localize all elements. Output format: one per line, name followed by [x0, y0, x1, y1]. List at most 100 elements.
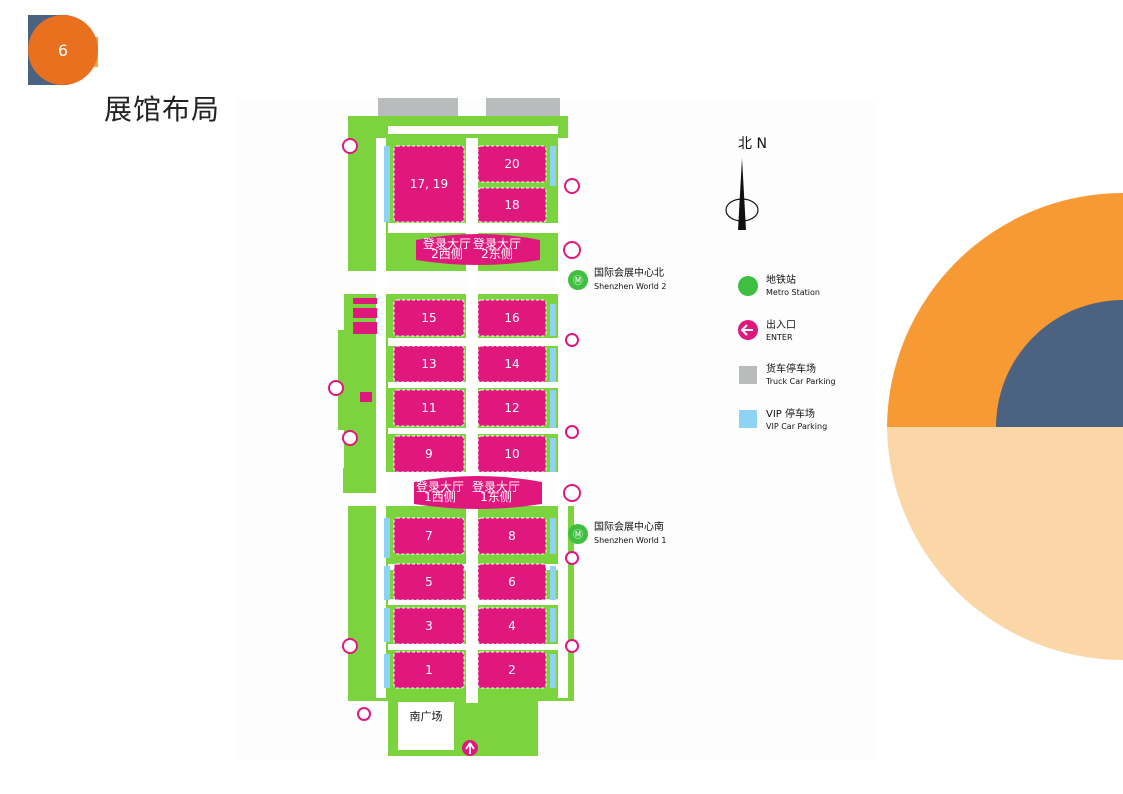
lobby-north[interactable]: 登录大厅 2西侧 登录大厅 2东侧 [416, 234, 540, 265]
north-label: 北 N [738, 136, 767, 152]
hall-label: 20 [504, 157, 519, 171]
slide-number-badge: 6 [28, 15, 98, 85]
hall-label: 12 [504, 401, 519, 415]
metro-icon [568, 524, 588, 544]
hall-label: 2 [508, 663, 516, 677]
hall-label: 17, 19 [410, 177, 448, 191]
truck-parking-icon [739, 366, 757, 384]
truck-parking-north-east [486, 98, 560, 116]
legend-enter-cn: 出入口 [766, 318, 796, 331]
legend-truck-en: Truck Car Parking [765, 377, 836, 386]
lobby-south-shape [414, 476, 542, 509]
hall-label: 6 [508, 575, 516, 589]
hall-block[interactable] [477, 345, 547, 383]
lobby-north-east-line2: 2东侧 [481, 247, 513, 261]
decorative-arcs [887, 193, 1123, 660]
enter-icon [565, 425, 579, 439]
metro-icon [568, 270, 588, 290]
north-compass: 北 N [725, 136, 767, 230]
hall-label: 13 [421, 357, 436, 371]
enter-icon [328, 380, 344, 396]
enter-icon [564, 178, 580, 194]
hall-block[interactable] [477, 563, 547, 601]
legend-metro-cn: 地铁站 [766, 273, 796, 286]
lobby-north-west-line2: 2西侧 [431, 247, 463, 261]
hall-block[interactable] [477, 187, 547, 223]
metro-station-north[interactable]: Ⓜ 国际会展中心北 Shenzhen World 2 [568, 266, 667, 291]
lobby-north-west-line1: 登录大厅 [423, 236, 471, 251]
hall-block[interactable] [477, 607, 547, 645]
lobby-north-shape [416, 234, 540, 265]
hall-label: 4 [508, 619, 516, 633]
page-title: 展馆布局 [104, 93, 221, 126]
hall-label: 15 [421, 311, 436, 325]
enter-icon [342, 138, 358, 154]
svg-text:Ⓜ: Ⓜ [573, 529, 583, 541]
south-plaza-label: 南广场 [410, 709, 443, 723]
hall-label: 7 [425, 529, 433, 543]
enter-icon [563, 241, 581, 259]
hall-label: 5 [425, 575, 433, 589]
hall-label: 8 [508, 529, 516, 543]
truck-parking-north-west [378, 98, 458, 116]
vip-parking-icon [739, 410, 757, 428]
hall-label: 9 [425, 447, 433, 461]
metro-icon [738, 276, 758, 296]
legend-vip-en: VIP Car Parking [766, 422, 827, 431]
deco-peach-arc [887, 427, 1123, 660]
hall-block[interactable] [477, 517, 547, 555]
station-north-en: Shenzhen World 2 [594, 282, 667, 291]
lobby-south-west-line1: 登录大厅 [416, 479, 464, 494]
hall-block[interactable] [393, 563, 465, 601]
hall-label: 18 [504, 198, 519, 212]
hall-label: 1 [425, 663, 433, 677]
hall-label: 10 [504, 447, 519, 461]
station-south-en: Shenzhen World 1 [594, 536, 667, 545]
hall-block[interactable] [477, 299, 547, 337]
hall-block[interactable] [393, 435, 465, 473]
lobby-south-west-line2: 1西侧 [424, 490, 456, 504]
lobby-north-east-line1: 登录大厅 [473, 236, 521, 251]
metro-station-south[interactable]: Ⓜ 国际会展中心南 Shenzhen World 1 [568, 520, 667, 545]
hall-block[interactable] [477, 145, 547, 183]
hall-block[interactable] [393, 607, 465, 645]
enter-icon [565, 639, 579, 653]
slide-number: 6 [58, 41, 68, 60]
enter-icon [357, 707, 371, 721]
legend-vip-cn: VIP 停车场 [766, 407, 815, 420]
south-plaza-area [398, 702, 454, 750]
hall-label: 14 [504, 357, 519, 371]
hall-block[interactable] [477, 435, 547, 473]
lobby-south-east-line1: 登录大厅 [472, 479, 520, 494]
hall-block[interactable] [477, 389, 547, 427]
hall-label: 3 [425, 619, 433, 633]
enter-icon [563, 484, 581, 502]
vip-parking [384, 146, 556, 688]
hall-block[interactable] [393, 517, 465, 555]
entrance-markers [328, 138, 581, 721]
lobby-south[interactable]: 登录大厅 1西侧 登录大厅 1东侧 [414, 476, 542, 509]
legend-truck-cn: 货车停车场 [766, 362, 816, 375]
hall-block[interactable] [393, 145, 465, 223]
hall-block[interactable] [393, 299, 465, 337]
enter-icon [342, 430, 358, 446]
station-south-cn: 国际会展中心南 [594, 520, 664, 533]
enter-icon [565, 333, 579, 347]
hall-block[interactable] [393, 389, 465, 427]
compass-needle-icon [738, 158, 746, 230]
deco-navy-arc [996, 300, 1123, 427]
svg-text:Ⓜ: Ⓜ [573, 275, 583, 287]
legend-metro-en: Metro Station [766, 288, 820, 297]
hall-block[interactable] [393, 345, 465, 383]
map-legend: 地铁站 Metro Station 出入口 ENTER 货车停车场 Truck … [738, 273, 836, 431]
hall-label: 11 [421, 401, 436, 415]
hall-block[interactable] [477, 651, 547, 689]
small-pink-blocks [353, 298, 377, 402]
hall-block[interactable] [393, 651, 465, 689]
enter-icon [342, 638, 358, 654]
hall-label: 16 [504, 311, 519, 325]
badge-circle [28, 15, 98, 85]
